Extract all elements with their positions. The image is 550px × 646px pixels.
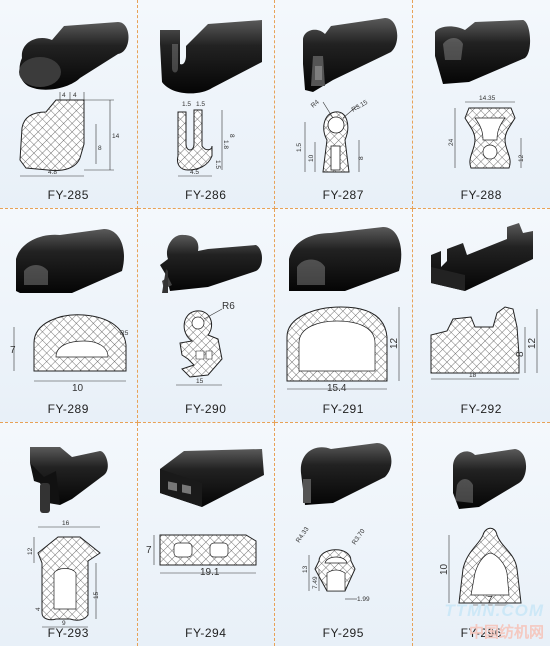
- watermark-text: 中国纺机网: [468, 624, 544, 641]
- profile-drawing: 8 12 18: [430, 223, 538, 380]
- dimension-label: 1.99: [357, 596, 370, 603]
- dimension-label: 15.4: [327, 383, 347, 394]
- product-code: FY-292: [460, 402, 502, 416]
- dimension-label: 10: [439, 563, 450, 575]
- profile-drawing: 7 19.1: [146, 449, 264, 578]
- dimension-label: R4.33: [295, 526, 311, 545]
- dimension-label: 19.1: [200, 567, 220, 578]
- dimension-label: 8: [358, 156, 365, 160]
- product-code: FY-294: [185, 626, 227, 640]
- product-code: FY-296: [460, 626, 502, 640]
- product-card: 1.5 1.5 4.5 1.8 1.5 8 FY-286: [137, 0, 275, 209]
- profile-drawing: R6 15: [159, 234, 262, 386]
- dimension-label: 8: [98, 145, 102, 152]
- dimension-label: 24: [448, 138, 455, 146]
- dimension-label: 1.5: [196, 101, 205, 108]
- dimension-label: R5: [120, 330, 129, 337]
- dimension-label: 18: [469, 372, 477, 379]
- product-code: FY-285: [47, 188, 89, 202]
- dimension-label: R3.15: [351, 99, 370, 114]
- dimension-label: 10: [72, 383, 84, 394]
- dimension-label: 15: [196, 378, 204, 385]
- dimension-label: 7.49: [312, 576, 319, 589]
- dimension-label: 15: [93, 591, 100, 599]
- product-code: FY-291: [322, 402, 364, 416]
- dimension-label: 4: [62, 92, 66, 99]
- product-card: 7 R5 10 FY-289: [0, 209, 138, 423]
- profile-drawing: 4 4 8 14 4.8: [19, 22, 129, 177]
- dimension-label: 4: [35, 607, 42, 611]
- watermark-logo: TTMN.COM 中国纺机网: [444, 601, 544, 642]
- profile-drawing: 14.35 24 12: [434, 20, 530, 169]
- product-card: R4 R3.15 1.5 10 8 FY-287: [275, 0, 413, 209]
- product-card: R6 15 FY-290: [137, 209, 275, 423]
- product-code: FY-289: [47, 402, 89, 416]
- product-card: 12 15.4 FY-291: [275, 209, 413, 423]
- dimension-label: 4.5: [190, 169, 199, 176]
- profile-drawing: 1.5 1.5 4.5 1.8 1.5 8: [159, 20, 262, 177]
- product-card: 16 12 15 4 9 FY-293: [0, 423, 138, 646]
- dimension-label: 1.8: [222, 140, 229, 149]
- product-card: 14.35 24 12 FY-288: [412, 0, 550, 209]
- profile-drawing: 7 R5 10: [10, 229, 129, 394]
- dimension-label: 9: [62, 620, 66, 627]
- dimension-label: 8: [228, 134, 235, 138]
- dimension-label: 10: [308, 154, 315, 162]
- product-code: FY-293: [47, 626, 89, 640]
- product-code: FY-290: [185, 402, 227, 416]
- dimension-label: 12: [389, 337, 400, 349]
- profile-drawing: R4 R3.15 1.5 10 8: [296, 18, 398, 173]
- profile-drawing: 12 15.4: [286, 227, 402, 394]
- dimension-label: 12: [527, 337, 538, 349]
- product-code: FY-287: [322, 188, 364, 202]
- product-card: 10 7 FY-296: [412, 423, 550, 646]
- product-card: R4.33 R3.70 13 7.49 1.99 FY-295: [275, 423, 413, 646]
- product-code: FY-286: [185, 188, 227, 202]
- dimension-label: 7: [146, 545, 152, 556]
- product-code: FY-288: [460, 188, 502, 202]
- dimension-label: 1.5: [214, 160, 221, 169]
- dimension-label: 12: [518, 154, 525, 162]
- dimension-label: 8: [515, 351, 526, 357]
- dimension-label: 12: [27, 547, 34, 555]
- profile-drawing: 16 12 15 4 9: [27, 447, 108, 628]
- dimension-label: 13: [302, 565, 309, 573]
- product-code: FY-295: [322, 626, 364, 640]
- product-card: 8 12 18 FY-292: [412, 209, 550, 423]
- dimension-label: 7: [10, 345, 16, 356]
- product-card: 7 19.1 FY-294: [137, 423, 275, 646]
- dimension-label: 7: [487, 595, 493, 606]
- dimension-label: 14: [112, 133, 120, 140]
- dimension-label: 4: [73, 92, 77, 99]
- profile-drawing: R4.33 R3.70 13 7.49 1.99: [295, 443, 392, 603]
- profile-drawing: 10 7: [439, 449, 526, 606]
- dimension-label: 1.5: [182, 101, 191, 108]
- dimension-label: 16: [62, 520, 70, 527]
- dimension-label: 4.8: [48, 169, 57, 176]
- watermark-text: TTMN.COM: [444, 601, 544, 620]
- dimension-label: R6: [222, 301, 235, 312]
- product-card: 4 4 8 14 4.8 FY-285: [0, 0, 138, 209]
- dimension-label: R3.70: [351, 528, 367, 547]
- dimension-label: 14.35: [479, 95, 496, 102]
- dimension-label: 1.5: [296, 143, 303, 152]
- dimension-label: R4: [310, 99, 321, 110]
